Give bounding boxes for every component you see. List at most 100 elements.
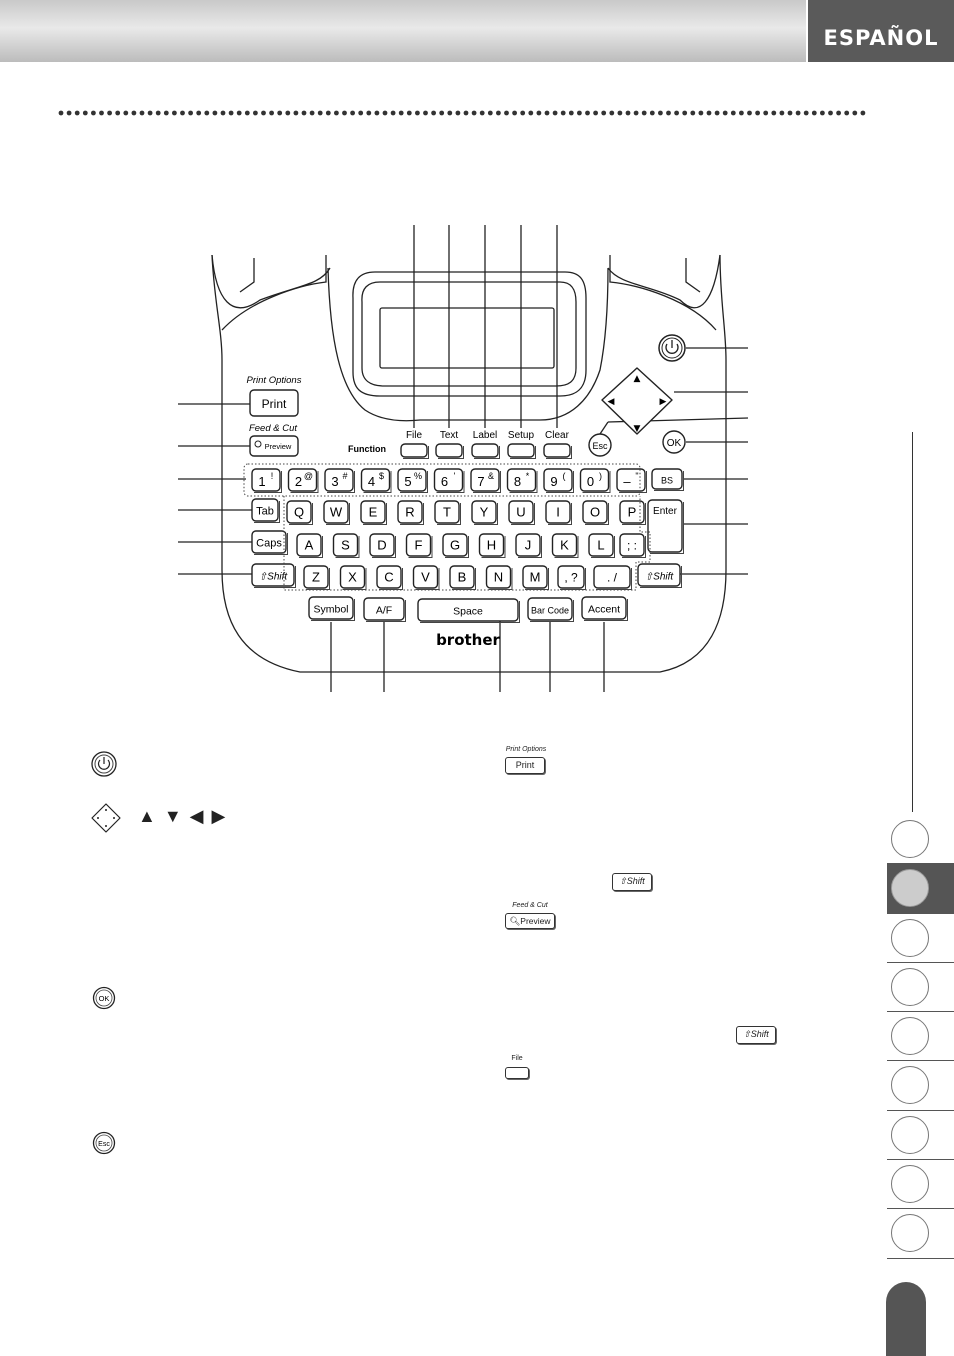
letter-key-l[interactable]: L <box>588 533 615 558</box>
letter-key-k[interactable]: K <box>551 533 579 558</box>
svg-text:R: R <box>405 505 414 520</box>
svg-text:O: O <box>590 505 600 520</box>
cursor-keys-icon <box>91 803 121 833</box>
shift-key-left[interactable]: ⇧Shift <box>251 563 296 588</box>
svg-text:C: C <box>384 570 393 585</box>
letter-key-i[interactable]: I <box>545 500 572 525</box>
af-key[interactable]: A/F <box>363 597 406 622</box>
svg-text:BS: BS <box>661 476 673 486</box>
letter-key-g[interactable]: G <box>442 533 469 558</box>
space-key[interactable]: Space <box>417 598 520 623</box>
esc-button[interactable]: Esc <box>588 433 612 457</box>
letter-key-q[interactable]: Q <box>286 500 313 525</box>
caps-key[interactable]: Caps <box>251 530 288 555</box>
letter-key-c[interactable]: C <box>376 565 403 590</box>
legend-feed-cut-caption: Feed & Cut <box>512 902 548 909</box>
letter-key-w[interactable]: W <box>323 500 350 525</box>
function-key-file[interactable] <box>400 443 429 459</box>
print-key[interactable]: Print <box>249 389 299 417</box>
number-key-0[interactable]: 1! <box>251 468 282 493</box>
letter-key-j[interactable]: J <box>515 533 542 558</box>
chapter-tab[interactable] <box>887 864 954 914</box>
number-key-4[interactable]: 5% <box>397 468 428 493</box>
chapter-circle-icon <box>891 1066 929 1105</box>
accent-key[interactable]: Accent <box>581 596 628 621</box>
function-key-text[interactable] <box>435 443 464 459</box>
letter-key-u[interactable]: U <box>508 500 535 525</box>
dotted-divider <box>58 110 866 116</box>
letter-key-f[interactable]: F <box>405 533 433 558</box>
chapter-tab[interactable] <box>887 1111 954 1161</box>
number-key-1[interactable]: 2@ <box>287 468 319 493</box>
letter-key-y[interactable]: Y <box>471 500 498 525</box>
enter-key[interactable]: Enter <box>647 499 684 554</box>
power-button[interactable] <box>658 334 686 362</box>
svg-text:F: F <box>415 538 423 553</box>
letter-key-d[interactable]: D <box>369 533 396 558</box>
tab-key[interactable]: Tab <box>251 498 280 523</box>
function-key-setup[interactable] <box>507 443 536 459</box>
function-key-label[interactable] <box>471 443 500 459</box>
svg-text:W: W <box>330 505 343 520</box>
symbol-key[interactable]: Symbol <box>308 596 355 621</box>
function-label-clear: Clear <box>545 430 570 441</box>
letter-key-r[interactable]: R <box>397 500 424 525</box>
number-key-5[interactable]: 6' <box>433 468 465 493</box>
letter-key-h[interactable]: H <box>478 533 506 558</box>
number-key-8[interactable]: 9( <box>543 468 574 493</box>
function-label-setup: Setup <box>508 430 535 441</box>
letter-key-n[interactable]: N <box>485 565 513 590</box>
page-number-tab <box>886 1282 926 1356</box>
chapter-tab[interactable] <box>887 914 954 963</box>
letter-key-m[interactable]: M <box>522 565 549 590</box>
chapter-tab[interactable] <box>887 1061 954 1111</box>
svg-text:I: I <box>556 505 560 520</box>
chapter-tab[interactable] <box>887 815 954 865</box>
chapter-tab[interactable] <box>887 1209 954 1259</box>
svg-text:4: 4 <box>368 474 375 489</box>
svg-text:Y: Y <box>480 505 489 520</box>
letter-key-o[interactable]: O <box>582 500 609 525</box>
number-key-7[interactable]: 8* <box>506 468 538 493</box>
chapter-tab[interactable] <box>887 1160 954 1210</box>
letter-key-a[interactable]: A <box>296 533 323 558</box>
ok-button[interactable]: OK <box>662 430 686 454</box>
svg-text:T: T <box>443 505 451 520</box>
chapter-circle-icon <box>891 820 929 858</box>
backspace-key[interactable]: BS <box>651 468 684 491</box>
letter-key-p[interactable]: P <box>619 500 646 525</box>
number-key-6[interactable]: 7& <box>470 468 501 493</box>
letter-key-b[interactable]: B <box>449 565 476 590</box>
letter-key-v[interactable]: V <box>412 565 440 590</box>
letter-key-s[interactable]: S <box>332 533 360 558</box>
letter-key-z[interactable]: Z <box>303 565 330 590</box>
preview-key[interactable]: Preview <box>249 435 299 457</box>
svg-text:9: 9 <box>550 474 557 489</box>
number-key-3[interactable]: 4$ <box>360 468 392 493</box>
chapter-tab[interactable] <box>887 963 954 1013</box>
number-key-9[interactable]: 0) <box>579 468 611 493</box>
svg-text:. /: . / <box>607 571 618 585</box>
arrow-up-icon: ▲ <box>138 806 164 826</box>
header-bar <box>0 0 806 62</box>
letter-key-t[interactable]: T <box>434 500 461 525</box>
letter-key-x[interactable]: X <box>339 565 367 590</box>
semicolon-key[interactable]: ; : <box>619 533 646 558</box>
svg-text:!: ! <box>271 471 274 481</box>
function-key-clear[interactable] <box>543 443 572 459</box>
svg-text:Esc: Esc <box>98 1141 110 1148</box>
legend-file-key <box>505 1067 529 1079</box>
period-key[interactable]: . / <box>593 565 632 590</box>
bar-code-key[interactable]: Bar Code <box>527 597 574 622</box>
cursor-keys[interactable]: ▲ ▼ ◀ ▶ <box>601 367 673 435</box>
number-key-10[interactable]: –" <box>616 468 647 493</box>
chapter-tab[interactable] <box>887 1012 954 1062</box>
shift-key-right[interactable]: ⇧Shift <box>637 563 682 588</box>
comma-key[interactable]: , ? <box>557 565 586 590</box>
letter-key-e[interactable]: E <box>360 500 387 525</box>
function-label-text: Text <box>440 430 459 441</box>
svg-text:▶: ▶ <box>660 397 667 407</box>
power-icon <box>91 751 117 777</box>
svg-text:D: D <box>377 538 386 553</box>
number-key-2[interactable]: 3# <box>324 468 355 493</box>
